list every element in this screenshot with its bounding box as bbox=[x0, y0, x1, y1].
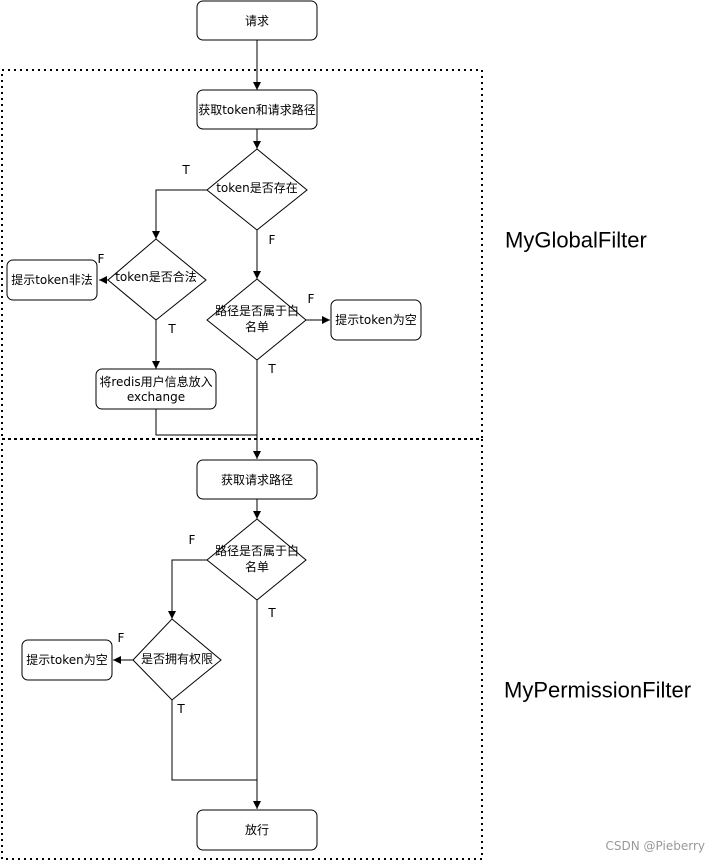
edge-exists-true bbox=[152, 189, 207, 239]
edge-label-wl2-true: T bbox=[267, 606, 276, 620]
decision-token-valid-label: token是否合法 bbox=[115, 269, 197, 284]
decision-whitelist-1: 路径是否属于白 名单 bbox=[206, 278, 307, 361]
permission-filter-region bbox=[1, 438, 483, 860]
decision-whitelist-2-line2: 名单 bbox=[245, 559, 269, 574]
decision-token-exists: token是否存在 bbox=[206, 148, 308, 231]
decision-whitelist-2-line1: 路径是否属于白 bbox=[215, 543, 299, 558]
node-token-empty-2-label: 提示token为空 bbox=[26, 652, 108, 667]
node-put-redis-line1: 将redis用户信息放入 bbox=[99, 374, 212, 389]
decision-whitelist-2: 路径是否属于白 名单 bbox=[206, 518, 307, 601]
node-request-label: 请求 bbox=[245, 14, 269, 28]
node-token-illegal-label: 提示token非法 bbox=[11, 272, 93, 287]
region-title-permission: MyPermissionFilter bbox=[504, 678, 691, 703]
region-title-global: MyGlobalFilter bbox=[505, 228, 647, 253]
decision-whitelist-1-line2: 名单 bbox=[245, 319, 269, 334]
node-token-empty-2: 提示token为空 bbox=[21, 639, 113, 681]
node-put-redis-line2: exchange bbox=[127, 390, 185, 404]
node-pass-label: 放行 bbox=[245, 822, 269, 837]
edge-label-wl1-true: T bbox=[267, 362, 276, 376]
edge-label-valid-true: T bbox=[167, 322, 176, 336]
edge-label-exists-true: T bbox=[181, 163, 190, 177]
decision-has-permission-label: 是否拥有权限 bbox=[141, 652, 213, 666]
decision-token-exists-label: token是否存在 bbox=[216, 181, 298, 195]
decision-token-valid: token是否合法 bbox=[107, 238, 207, 321]
node-get-path-label: 获取请求路径 bbox=[221, 472, 293, 487]
decision-has-permission: 是否拥有权限 bbox=[132, 618, 222, 701]
edge-label-perm-true: T bbox=[176, 702, 185, 716]
edge-label-exists-false: F bbox=[269, 233, 276, 247]
edge-wl2-false bbox=[168, 559, 207, 619]
node-put-redis: 将redis用户信息放入 exchange bbox=[95, 368, 217, 410]
node-token-empty-1: 提示token为空 bbox=[330, 299, 422, 341]
edge-perm-true bbox=[171, 700, 257, 781]
global-filter-region bbox=[1, 69, 483, 440]
node-token-empty-1-label: 提示token为空 bbox=[335, 312, 417, 327]
node-get-path: 获取请求路径 bbox=[196, 459, 318, 500]
edge-label-wl2-false: F bbox=[189, 533, 196, 547]
node-request: 请求 bbox=[196, 0, 318, 41]
watermark: CSDN @Pieberry bbox=[606, 839, 705, 853]
node-get-token: 获取token和请求路径 bbox=[196, 89, 318, 130]
edges bbox=[99, 40, 330, 809]
decision-whitelist-1-line1: 路径是否属于白 bbox=[215, 303, 299, 318]
edge-label-perm-false: F bbox=[118, 631, 125, 645]
node-token-illegal: 提示token非法 bbox=[6, 259, 98, 301]
edge-labels: T F F T F T F T F T bbox=[98, 163, 315, 716]
edge-label-valid-false: F bbox=[98, 252, 105, 266]
node-pass: 放行 bbox=[196, 809, 318, 851]
node-get-token-label: 获取token和请求路径 bbox=[198, 102, 316, 117]
edge-redis-to-merge bbox=[155, 409, 257, 436]
edge-label-wl1-false: F bbox=[308, 292, 315, 306]
